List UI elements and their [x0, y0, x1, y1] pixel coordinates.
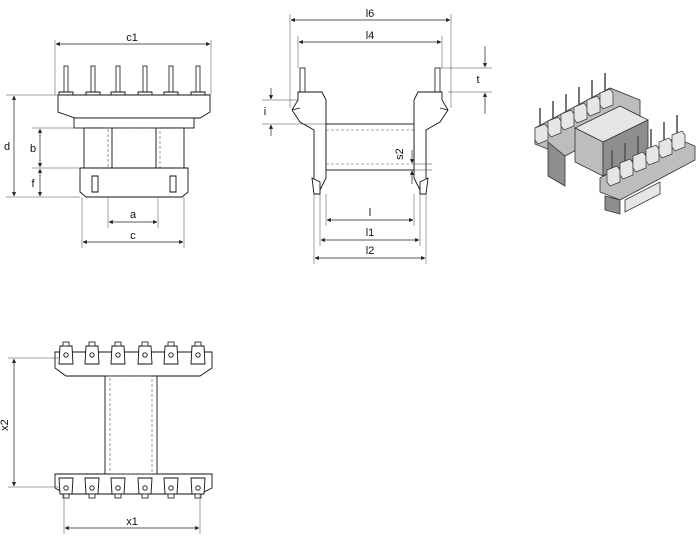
top-view-pin-lower — [163, 477, 179, 499]
iso-pin-front — [671, 115, 686, 152]
iso-pins — [534, 73, 686, 187]
top-view-pin-upper — [110, 341, 126, 365]
dim-label-f: f — [31, 178, 35, 190]
top-view-pin-lower — [58, 477, 74, 499]
dim-label-l: l — [369, 207, 371, 219]
dim-label-i: i — [264, 106, 266, 118]
top-view-upper-rail — [54, 351, 213, 377]
dim-label-b: b — [30, 143, 36, 155]
dim-label-d: d — [4, 141, 10, 153]
iso-pin-back — [599, 73, 614, 110]
iso-front-clip — [624, 181, 661, 213]
front-view: c1 d b f a c — [4, 32, 212, 248]
dim-label-a: a — [130, 209, 137, 221]
iso-back-flange-side — [547, 141, 566, 187]
iso-front-flange-base — [604, 195, 621, 215]
iso-pin-back — [586, 80, 601, 117]
iso-pin-back — [534, 108, 549, 145]
dim-label-x2: x2 — [0, 419, 11, 431]
top-view-pin-lower — [190, 477, 206, 499]
front-body — [83, 127, 185, 169]
front-upper-flange — [73, 117, 195, 129]
dim-label-c1: c1 — [126, 32, 138, 44]
top-view-pin-upper — [58, 341, 74, 365]
side-left-flange — [291, 91, 327, 193]
dim-label-c: c — [130, 230, 136, 242]
top-view-pin-lower — [137, 477, 153, 499]
dim-label-t: t — [476, 74, 479, 86]
top-view-pin-upper — [163, 341, 179, 365]
front-clip-left — [91, 175, 99, 193]
dim-label-x1: x1 — [126, 516, 138, 528]
top-view-pin-lower — [110, 477, 126, 499]
side-left-tab — [291, 107, 301, 111]
side-right-tab — [439, 107, 449, 111]
dim-label-l2: l2 — [366, 245, 375, 257]
top-view-pin-upper — [84, 341, 100, 365]
iso-pin-front — [606, 150, 621, 187]
top-view-pin-upper — [190, 341, 206, 365]
iso-pin-front — [619, 143, 634, 180]
iso-pin-front — [632, 136, 647, 173]
side-pin-right — [434, 67, 441, 93]
top-view-pin-upper — [137, 341, 153, 365]
side-right-flange — [413, 91, 449, 193]
top-view-pin-lower — [84, 477, 100, 499]
front-top-rail — [57, 94, 211, 119]
top-view-core-hidden — [109, 375, 153, 475]
dim-label-s2: s2 — [394, 148, 406, 160]
side-view: l6 l4 t i s2 l l1 — [262, 8, 492, 264]
iso-pin-back — [573, 87, 588, 124]
top-view-body — [104, 375, 158, 475]
side-pin-left — [299, 67, 306, 93]
isometric-view — [534, 73, 696, 215]
iso-pin-back — [547, 101, 562, 138]
top-view-lower-rail — [54, 473, 213, 495]
dim-label-l4: l4 — [366, 30, 375, 42]
front-clip-right — [169, 175, 177, 193]
dim-label-l6: l6 — [366, 8, 375, 20]
side-winding-tube — [325, 123, 415, 171]
dim-label-l1: l1 — [366, 227, 375, 239]
iso-pin-back — [560, 94, 575, 131]
top-view: x2 x1 — [0, 341, 213, 534]
front-lower-flange — [79, 167, 189, 198]
iso-pin-front — [645, 129, 660, 166]
top-view-pins — [58, 341, 206, 499]
iso-pin-front — [658, 122, 673, 159]
